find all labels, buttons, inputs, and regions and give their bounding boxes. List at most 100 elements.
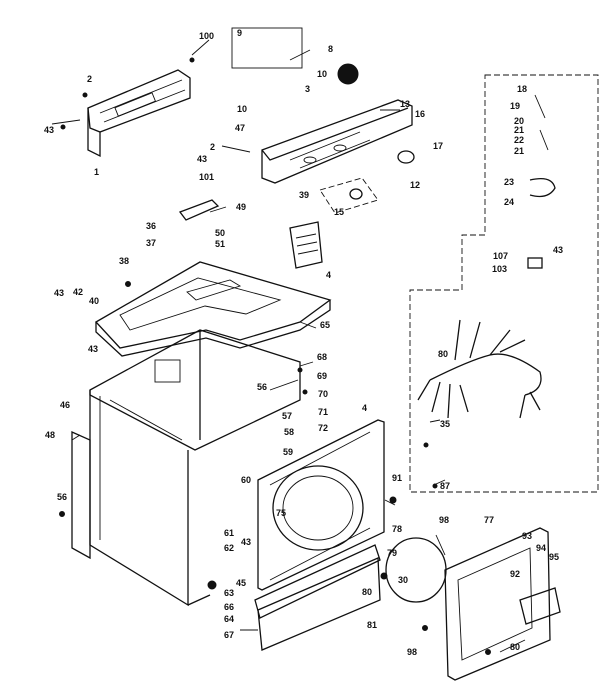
timer-knob — [349, 188, 363, 200]
callout-label: 78 — [392, 524, 402, 534]
callout-label: 18 — [517, 84, 527, 94]
callout-label: 43 — [88, 344, 98, 354]
inset-box-outline — [409, 74, 599, 493]
knob-17 — [397, 150, 415, 164]
callout-label: 35 — [440, 419, 450, 429]
callout-label: 71 — [318, 407, 328, 417]
callout-label: 66 — [224, 602, 234, 612]
callout-label: 2 — [210, 142, 215, 152]
callout-label: 98 — [407, 647, 417, 657]
callout-label: 48 — [45, 430, 55, 440]
callout-label: 23 — [504, 177, 514, 187]
callout-label: 37 — [146, 238, 156, 248]
callout-label: 70 — [318, 389, 328, 399]
callout-label: 68 — [317, 352, 327, 362]
callout-label: 61 — [224, 528, 234, 538]
callout-label: 17 — [433, 141, 443, 151]
callout-label: 63 — [224, 588, 234, 598]
callout-label: 43 — [241, 537, 251, 547]
callout-label: 43 — [54, 288, 64, 298]
callout-label: 57 — [282, 411, 292, 421]
callout-label: 56 — [57, 492, 67, 502]
callout-label: 8 — [328, 44, 333, 54]
callout-label: 62 — [224, 543, 234, 553]
callout-label: 24 — [504, 197, 514, 207]
callout-label: 42 — [73, 287, 83, 297]
callout-label: 58 — [284, 427, 294, 437]
callout-label: 56 — [257, 382, 267, 392]
door-assembly — [385, 527, 561, 681]
callout-label: 101 — [199, 172, 214, 182]
callout-label: 10 — [237, 104, 247, 114]
lid-switch — [178, 199, 220, 221]
callout-label: 39 — [299, 190, 309, 200]
callout-label: 69 — [317, 371, 327, 381]
callout-label: 100 — [199, 31, 214, 41]
callout-label: 19 — [510, 101, 520, 111]
callout-label: 9 — [237, 28, 242, 38]
callout-label: 22 — [514, 135, 524, 145]
callout-label: 92 — [510, 569, 520, 579]
callout-labels: 100 2 43 1 9 8 10 3 10 47 13 16 2 43 101… — [44, 28, 563, 657]
callout-label: 49 — [236, 202, 246, 212]
wire-harness — [417, 94, 556, 419]
toe-panel — [254, 544, 381, 619]
callout-label: 21 — [514, 125, 524, 135]
knob-10 — [337, 63, 359, 85]
callout-label: 98 — [439, 515, 449, 525]
callout-label: 38 — [119, 256, 129, 266]
callout-label: 16 — [415, 109, 425, 119]
callout-label: 36 — [146, 221, 156, 231]
callout-label: 43 — [197, 154, 207, 164]
callout-label: 87 — [440, 481, 450, 491]
callout-label: 65 — [320, 320, 330, 330]
callout-label: 81 — [367, 620, 377, 630]
callout-label: 43 — [44, 125, 54, 135]
control-bracket — [87, 69, 191, 158]
lower-panel — [257, 557, 381, 651]
callout-label: 94 — [536, 543, 546, 553]
callout-label: 59 — [283, 447, 293, 457]
callout-label: 79 — [387, 548, 397, 558]
callout-label: 60 — [241, 475, 251, 485]
cabinet — [71, 329, 301, 607]
callout-label: 67 — [224, 630, 234, 640]
callout-label: 47 — [235, 123, 245, 133]
callout-label: 80 — [362, 587, 372, 597]
callout-label: 4 — [326, 270, 331, 280]
callout-label: 93 — [522, 531, 532, 541]
callout-label: 1 — [94, 167, 99, 177]
callout-label: 107 — [493, 251, 508, 261]
callout-label: 30 — [398, 575, 408, 585]
callout-label: 15 — [334, 207, 344, 217]
callout-label: 20 — [514, 116, 524, 126]
callout-label: 21 — [514, 146, 524, 156]
fasteners — [59, 57, 491, 655]
callout-label: 46 — [60, 400, 70, 410]
front-panel — [257, 419, 385, 591]
callout-label: 3 — [305, 84, 310, 94]
callout-label: 4 — [362, 403, 367, 413]
callout-label: 12 — [410, 180, 420, 190]
callout-label: 2 — [87, 74, 92, 84]
callout-label: 10 — [317, 69, 327, 79]
callout-label: 95 — [549, 552, 559, 562]
callout-label: 80 — [438, 349, 448, 359]
callout-label: 51 — [215, 239, 225, 249]
callout-label: 64 — [224, 614, 234, 624]
callout-label: 75 — [276, 508, 286, 518]
callout-label: 45 — [236, 578, 246, 588]
callout-label: 80 — [510, 642, 520, 652]
callout-label: 40 — [89, 296, 99, 306]
callout-label: 43 — [553, 245, 563, 255]
callout-label: 72 — [318, 423, 328, 433]
callout-label: 103 — [492, 264, 507, 274]
top-cover — [94, 261, 332, 357]
timer-plate — [319, 177, 379, 214]
leader-lines — [51, 39, 526, 653]
console-panel — [231, 27, 413, 184]
callout-label: 50 — [215, 228, 225, 238]
switch-bracket — [289, 221, 323, 269]
